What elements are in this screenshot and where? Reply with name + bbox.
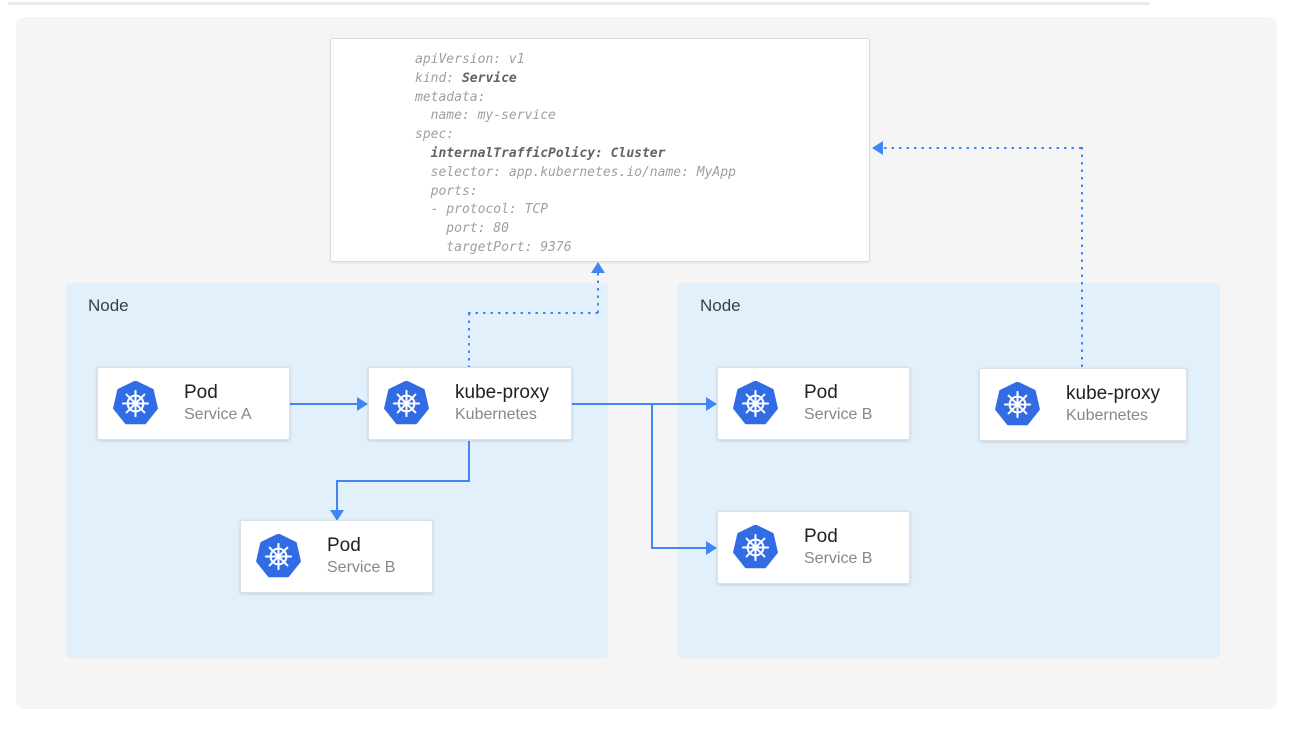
yaml-text: port: 80 (415, 221, 509, 237)
dotted-kube-proxy-right-up (1081, 147, 1083, 368)
card-pod-service-b-right-bottom: Pod Service B (717, 511, 910, 584)
card-subtitle: Service B (804, 549, 873, 567)
card-subtitle: Service A (184, 405, 252, 423)
card-text: Pod Service B (804, 381, 872, 426)
yaml-line: port: 80 (415, 220, 869, 239)
card-text: Pod Service B (804, 525, 872, 570)
yaml-line: apiVersion: v1 (415, 51, 869, 70)
arrow-kube-proxy-to-left-pod-b (336, 480, 470, 482)
yaml-line: kind: Service (415, 70, 869, 89)
yaml-line: name: my-service (415, 107, 869, 126)
arrowhead-right-icon (357, 397, 368, 411)
node-left: Node (66, 283, 608, 658)
card-title: Pod (804, 382, 838, 404)
yaml-line: internalTrafficPolicy: Cluster (415, 145, 869, 164)
arrowhead-down-icon (330, 510, 344, 521)
yaml-text: name: my-service (415, 108, 556, 124)
yaml-text-bold: internalTrafficPolicy: Cluster (430, 145, 666, 161)
yaml-text: targetPort: 9376 (415, 239, 572, 255)
card-pod-service-b-left: Pod Service B (240, 520, 433, 593)
kubernetes-icon (113, 381, 158, 425)
yaml-line: selector: app.kubernetes.io/name: MyApp (415, 164, 869, 183)
node-right: Node (678, 283, 1220, 658)
dotted-kube-proxy-left-to-yaml (597, 273, 599, 313)
arrow-kube-proxy-to-right-top-pod (572, 403, 706, 405)
arrowhead-right-icon (706, 397, 717, 411)
yaml-text (415, 146, 431, 161)
card-title: Pod (184, 382, 218, 404)
yaml-line: spec: (415, 126, 869, 145)
node-left-label: Node (88, 296, 129, 315)
kubernetes-icon (733, 381, 778, 425)
yaml-text-bold: Service (461, 70, 517, 86)
yaml-text: ports: (415, 183, 478, 199)
card-title: Pod (327, 535, 361, 557)
arrow-kube-proxy-down (468, 441, 470, 482)
top-divider-line (8, 2, 1150, 5)
dotted-kube-proxy-left-up (468, 313, 470, 367)
card-kube-proxy-left: kube-proxy Kubernetes (368, 367, 572, 440)
card-subtitle: Service B (327, 558, 396, 576)
node-right-label: Node (700, 296, 741, 315)
kubernetes-icon (733, 525, 778, 569)
arrowhead-left-icon (872, 141, 883, 155)
dotted-kube-proxy-left-across (468, 312, 599, 314)
card-subtitle: Kubernetes (455, 405, 537, 423)
yaml-text: apiVersion: v1 (415, 52, 525, 67)
yaml-line: ports: (415, 183, 869, 202)
card-subtitle: Kubernetes (1066, 406, 1148, 424)
yaml-line: metadata: (415, 89, 869, 108)
yaml-text: metadata: (415, 89, 486, 105)
card-title: Pod (804, 526, 838, 548)
arrowhead-up-icon (591, 262, 605, 273)
service-yaml-panel: apiVersion: v1 kind: Service metadata: n… (330, 38, 870, 262)
yaml-text: selector: app.kubernetes.io/name: MyApp (415, 164, 736, 180)
card-text: kube-proxy Kubernetes (455, 381, 549, 426)
arrow-left-pod-b-vertical (336, 480, 338, 511)
card-title: kube-proxy (455, 382, 549, 404)
arrow-kube-proxy-to-right-bottom-pod (651, 547, 706, 549)
yaml-line: - protocol: TCP (415, 201, 869, 220)
yaml-text: kind: (415, 70, 462, 86)
kubernetes-icon (384, 381, 429, 425)
yaml-text: - protocol: TCP (415, 202, 549, 218)
card-kube-proxy-right: kube-proxy Kubernetes (979, 368, 1187, 441)
card-text: kube-proxy Kubernetes (1066, 382, 1160, 427)
yaml-line: targetPort: 9376 (415, 239, 869, 258)
card-pod-service-b-right-top: Pod Service B (717, 367, 910, 440)
card-subtitle: Service B (804, 405, 873, 423)
card-text: Pod Service B (327, 534, 395, 579)
arrowhead-right-icon (706, 541, 717, 555)
dotted-kube-proxy-right-to-yaml (884, 147, 1083, 149)
card-text: Pod Service A (184, 381, 252, 426)
kubernetes-icon (256, 534, 301, 578)
card-pod-service-a: Pod Service A (97, 367, 290, 440)
arrow-pod-a-to-kube-proxy (290, 403, 357, 405)
arrow-branch-vertical (651, 403, 653, 549)
yaml-text: spec: (415, 127, 455, 143)
card-title: kube-proxy (1066, 383, 1160, 405)
kubernetes-icon (995, 382, 1040, 426)
